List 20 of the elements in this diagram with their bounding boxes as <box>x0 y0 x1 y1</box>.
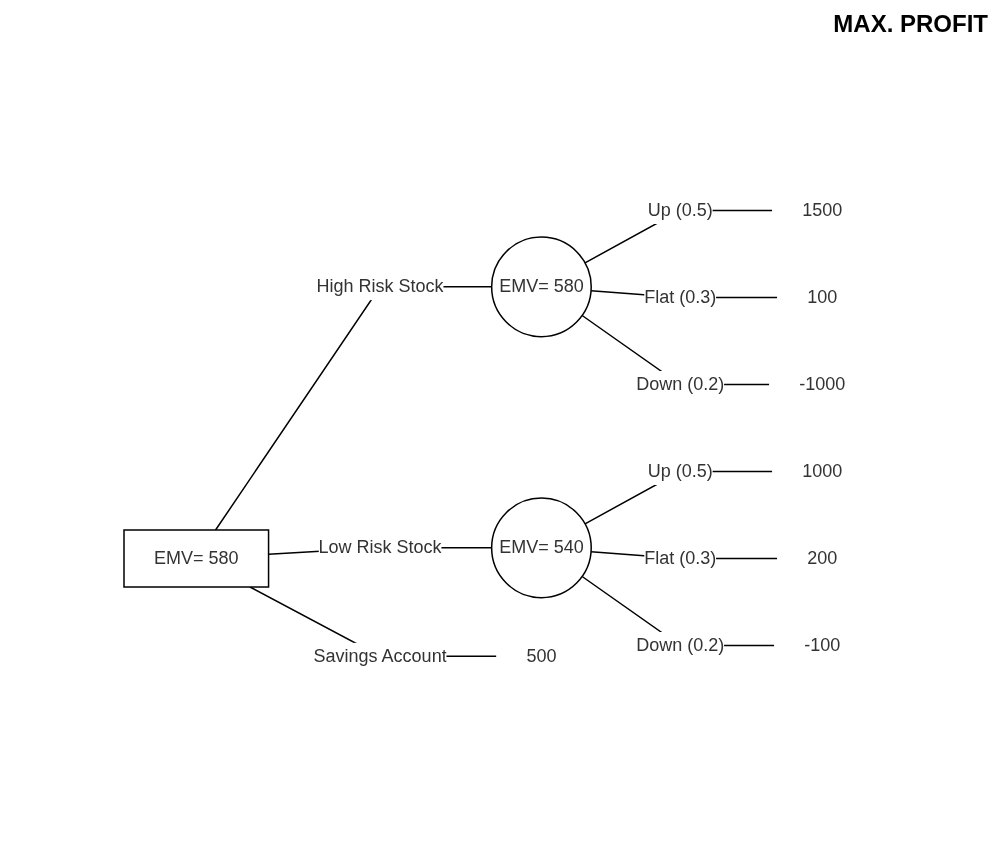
edge-label: Down (0.2) <box>636 634 725 655</box>
edge-label: Savings Account <box>313 645 447 666</box>
node-text: 1000 <box>802 460 843 481</box>
node-circle: EMV= 580 <box>491 236 593 338</box>
edge-label: Down (0.2) <box>636 373 725 394</box>
node-text: -100 <box>804 634 841 655</box>
column-heading: MAX. PROFIT <box>832 10 988 38</box>
edge-label: Low Risk Stock <box>318 537 442 558</box>
edge-label: Up (0.5) <box>648 199 714 220</box>
node-circle: EMV= 540 <box>491 497 593 599</box>
node-text: 500 <box>526 645 557 666</box>
edge-label: High Risk Stock <box>316 276 444 297</box>
node-text: 1500 <box>802 199 843 220</box>
node-box: EMV= 580 <box>123 528 270 588</box>
edge-label: Up (0.5) <box>648 460 714 481</box>
node-text: -1000 <box>799 373 846 394</box>
edge-label: Flat (0.3) <box>644 547 717 568</box>
node-text: 200 <box>807 547 838 568</box>
node-text: 100 <box>807 286 838 307</box>
edge-label: Flat (0.3) <box>644 286 717 307</box>
